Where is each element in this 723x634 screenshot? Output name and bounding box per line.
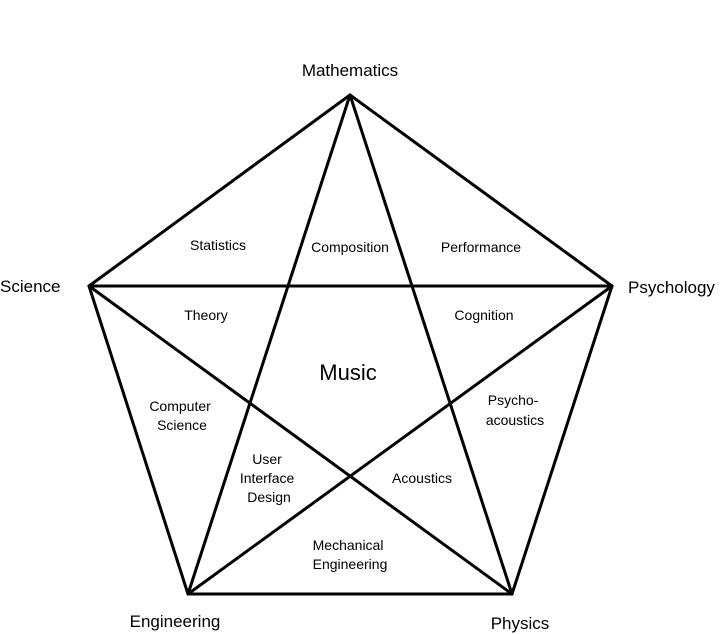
edge-engineering-science <box>87 284 190 596</box>
pentagram-star <box>87 93 614 596</box>
vertex-label-science: Science <box>0 277 60 296</box>
region-label-cognition: Cognition <box>454 307 513 323</box>
diagonal-psychology-engineering <box>186 284 614 596</box>
center-label-music: Music <box>319 360 376 385</box>
region-label-performance: Performance <box>441 239 521 255</box>
vertex-labels: Mathematics Science Psychology Engineeri… <box>0 61 715 633</box>
edge-math-psychology <box>348 93 614 288</box>
diagonal-science-physics <box>87 284 514 596</box>
vertex-label-physics: Physics <box>491 614 550 633</box>
diagonal-math-physics <box>348 93 514 596</box>
vertex-label-mathematics: Mathematics <box>302 61 398 80</box>
region-labels: Statistics Composition Performance Theor… <box>149 237 544 572</box>
region-label-mechanical-engineering: Mechanical Engineering <box>313 537 388 572</box>
vertex-label-psychology: Psychology <box>628 278 715 297</box>
region-label-acoustics: Acoustics <box>392 470 452 486</box>
diagonal-math-engineering <box>186 93 352 596</box>
region-label-composition: Composition <box>311 239 389 255</box>
region-label-user-interface-design: User Interface Design <box>240 451 298 505</box>
region-label-psychoacoustics: Psycho- acoustics <box>486 392 544 428</box>
region-label-computer-science: Computer Science <box>149 398 214 433</box>
pentagon-outline <box>87 93 614 596</box>
edge-psychology-physics <box>510 284 614 596</box>
vertex-label-engineering: Engineering <box>130 612 221 631</box>
region-label-statistics: Statistics <box>190 237 246 253</box>
region-label-theory: Theory <box>184 307 228 323</box>
edge-science-math <box>87 93 352 288</box>
